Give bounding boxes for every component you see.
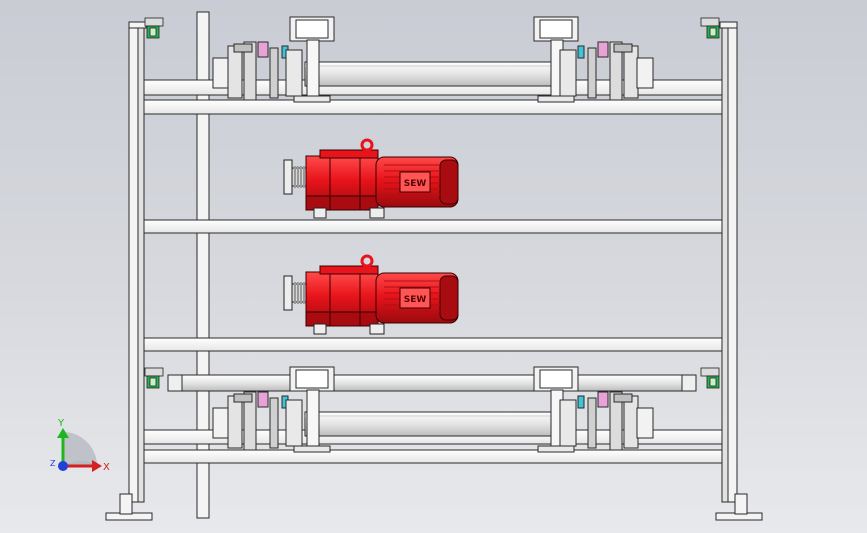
gear-motor-lower[interactable]: SEW [283,254,459,335]
right-top-cap [719,21,738,29]
gear-motor-upper[interactable]: SEW [283,138,459,219]
sensor-icon [144,17,164,39]
left-post-inner-edge [137,27,145,503]
rail-mid-1 [143,219,723,234]
coordinate-triad-icon: Y X Z [50,418,110,473]
rail-top-2 [143,99,723,115]
drive-shaft-assembly-top [212,16,654,103]
z-axis-label: Z [50,459,56,468]
sensor-icon [700,367,720,389]
y-axis-label: Y [57,418,65,429]
svg-text:SEW: SEW [404,295,427,305]
left-foot-bracket [119,493,133,515]
sensors [144,17,720,389]
rail-mid-2 [143,337,723,352]
sensor-icon [144,367,164,389]
lower-return-tube [167,374,697,392]
left-top-cap [128,21,147,29]
right-foot-bracket [734,493,748,515]
x-axis-label: X [103,462,110,473]
rail-low-2 [143,449,723,464]
svg-text:SEW: SEW [404,179,427,189]
drive-shaft-assembly-bottom [212,366,654,453]
right-post-inner-edge [721,27,729,503]
sensor-icon [700,17,720,39]
